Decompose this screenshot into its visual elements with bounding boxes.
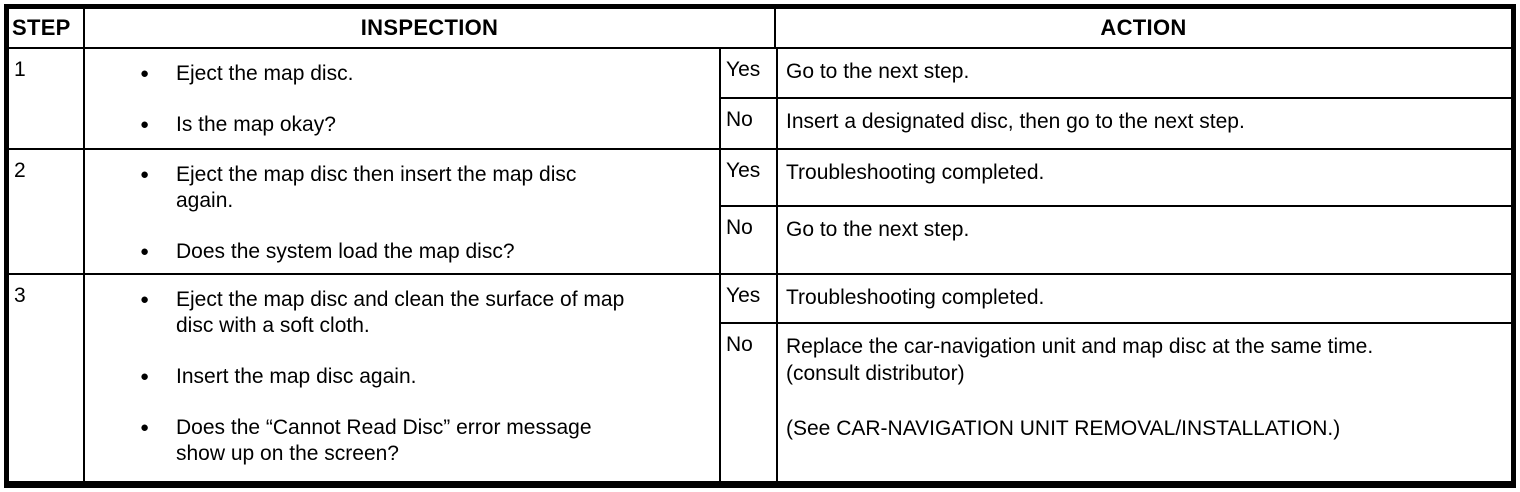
outcomes-cell: Yes Troubleshooting completed. No Replac… bbox=[719, 275, 1511, 481]
answer-label: Yes bbox=[726, 58, 761, 81]
action-text: Replace the car-navigation unit and map … bbox=[786, 335, 1374, 358]
outcomes-cell: Yes Go to the next step. No Insert a des… bbox=[719, 49, 1511, 148]
inspection-text: Eject the map disc and clean the surface… bbox=[176, 288, 625, 337]
step-number: 1 bbox=[14, 58, 26, 81]
action-cell: Replace the car-navigation unit and map … bbox=[776, 324, 1511, 481]
table-row-step-1: 1 ● Eject the map disc. ● Is the map oka… bbox=[9, 49, 1511, 150]
step-number: 3 bbox=[14, 284, 26, 307]
answer-label: No bbox=[726, 333, 753, 356]
inspection-text: Insert the map disc again. bbox=[176, 365, 417, 388]
bullet-icon: ● bbox=[139, 116, 149, 133]
header-action: ACTION bbox=[774, 9, 1511, 47]
outcome-yes: Yes Troubleshooting completed. bbox=[721, 150, 1511, 205]
bullet-icon: ● bbox=[139, 65, 149, 82]
inspection-text: Does the system load the map disc? bbox=[176, 240, 515, 263]
inspection-item: ● Eject the map disc then insert the map… bbox=[85, 162, 709, 214]
action-text: Troubleshooting completed. bbox=[786, 161, 1045, 184]
outcome-no: No Insert a designated disc, then go to … bbox=[721, 97, 1511, 148]
action-cell: Insert a designated disc, then go to the… bbox=[776, 99, 1511, 148]
header-inspection: INSPECTION bbox=[83, 9, 774, 47]
step-number: 2 bbox=[14, 159, 26, 182]
action-cell: Go to the next step. bbox=[776, 49, 1511, 97]
outcomes-cell: Yes Troubleshooting completed. No Go to … bbox=[719, 150, 1511, 273]
inspection-item: ● Insert the map disc again. bbox=[85, 364, 709, 390]
inspection-item: ● Eject the map disc and clean the surfa… bbox=[85, 287, 709, 339]
action-text: Go to the next step. bbox=[786, 60, 970, 83]
inspection-item: ● Does the “Cannot Read Disc” error mess… bbox=[85, 415, 709, 467]
table-row-step-3: 3 ● Eject the map disc and clean the sur… bbox=[9, 275, 1511, 481]
action-note: (See CAR-NAVIGATION UNIT REMOVAL/INSTALL… bbox=[786, 417, 1341, 440]
action-text: Insert a designated disc, then go to the… bbox=[786, 110, 1245, 133]
inspection-cell: ● Eject the map disc. ● Is the map okay? bbox=[83, 49, 719, 148]
outcome-no: No Go to the next step. bbox=[721, 205, 1511, 273]
bullet-icon: ● bbox=[139, 291, 149, 308]
action-text: Go to the next step. bbox=[786, 218, 970, 241]
inspection-item: ● Does the system load the map disc? bbox=[85, 239, 709, 265]
inspection-item: ● Eject the map disc. bbox=[85, 61, 709, 87]
answer-label: No bbox=[726, 108, 753, 131]
bullet-icon: ● bbox=[139, 368, 149, 385]
outcome-no: No Replace the car-navigation unit and m… bbox=[721, 322, 1511, 481]
table-row-step-2: 2 ● Eject the map disc then insert the m… bbox=[9, 150, 1511, 275]
answer-label: Yes bbox=[726, 284, 761, 307]
inspection-cell: ● Eject the map disc then insert the map… bbox=[83, 150, 719, 273]
outcome-yes: Yes Troubleshooting completed. bbox=[721, 275, 1511, 322]
header-step: STEP bbox=[12, 15, 71, 40]
action-text: Troubleshooting completed. bbox=[786, 286, 1045, 309]
table-header-row: STEP INSPECTION ACTION bbox=[9, 9, 1511, 49]
bullet-icon: ● bbox=[139, 419, 149, 436]
action-cell: Troubleshooting completed. bbox=[776, 150, 1511, 205]
answer-label: Yes bbox=[726, 159, 761, 182]
outcome-yes: Yes Go to the next step. bbox=[721, 49, 1511, 97]
action-text: (consult distributor) bbox=[786, 362, 965, 385]
inspection-text: Eject the map disc then insert the map d… bbox=[176, 163, 577, 212]
bullet-icon: ● bbox=[139, 243, 149, 260]
inspection-text: Is the map okay? bbox=[176, 113, 336, 136]
action-cell: Troubleshooting completed. bbox=[776, 275, 1511, 322]
inspection-item: ● Is the map okay? bbox=[85, 112, 709, 138]
inspection-text: Does the “Cannot Read Disc” error messag… bbox=[176, 416, 592, 465]
inspection-cell: ● Eject the map disc and clean the surfa… bbox=[83, 275, 719, 481]
inspection-text: Eject the map disc. bbox=[176, 62, 354, 85]
answer-label: No bbox=[726, 216, 753, 239]
bullet-icon: ● bbox=[139, 166, 149, 183]
action-cell: Go to the next step. bbox=[776, 207, 1511, 273]
troubleshooting-table: STEP INSPECTION ACTION 1 ● Eject the map… bbox=[4, 4, 1516, 488]
